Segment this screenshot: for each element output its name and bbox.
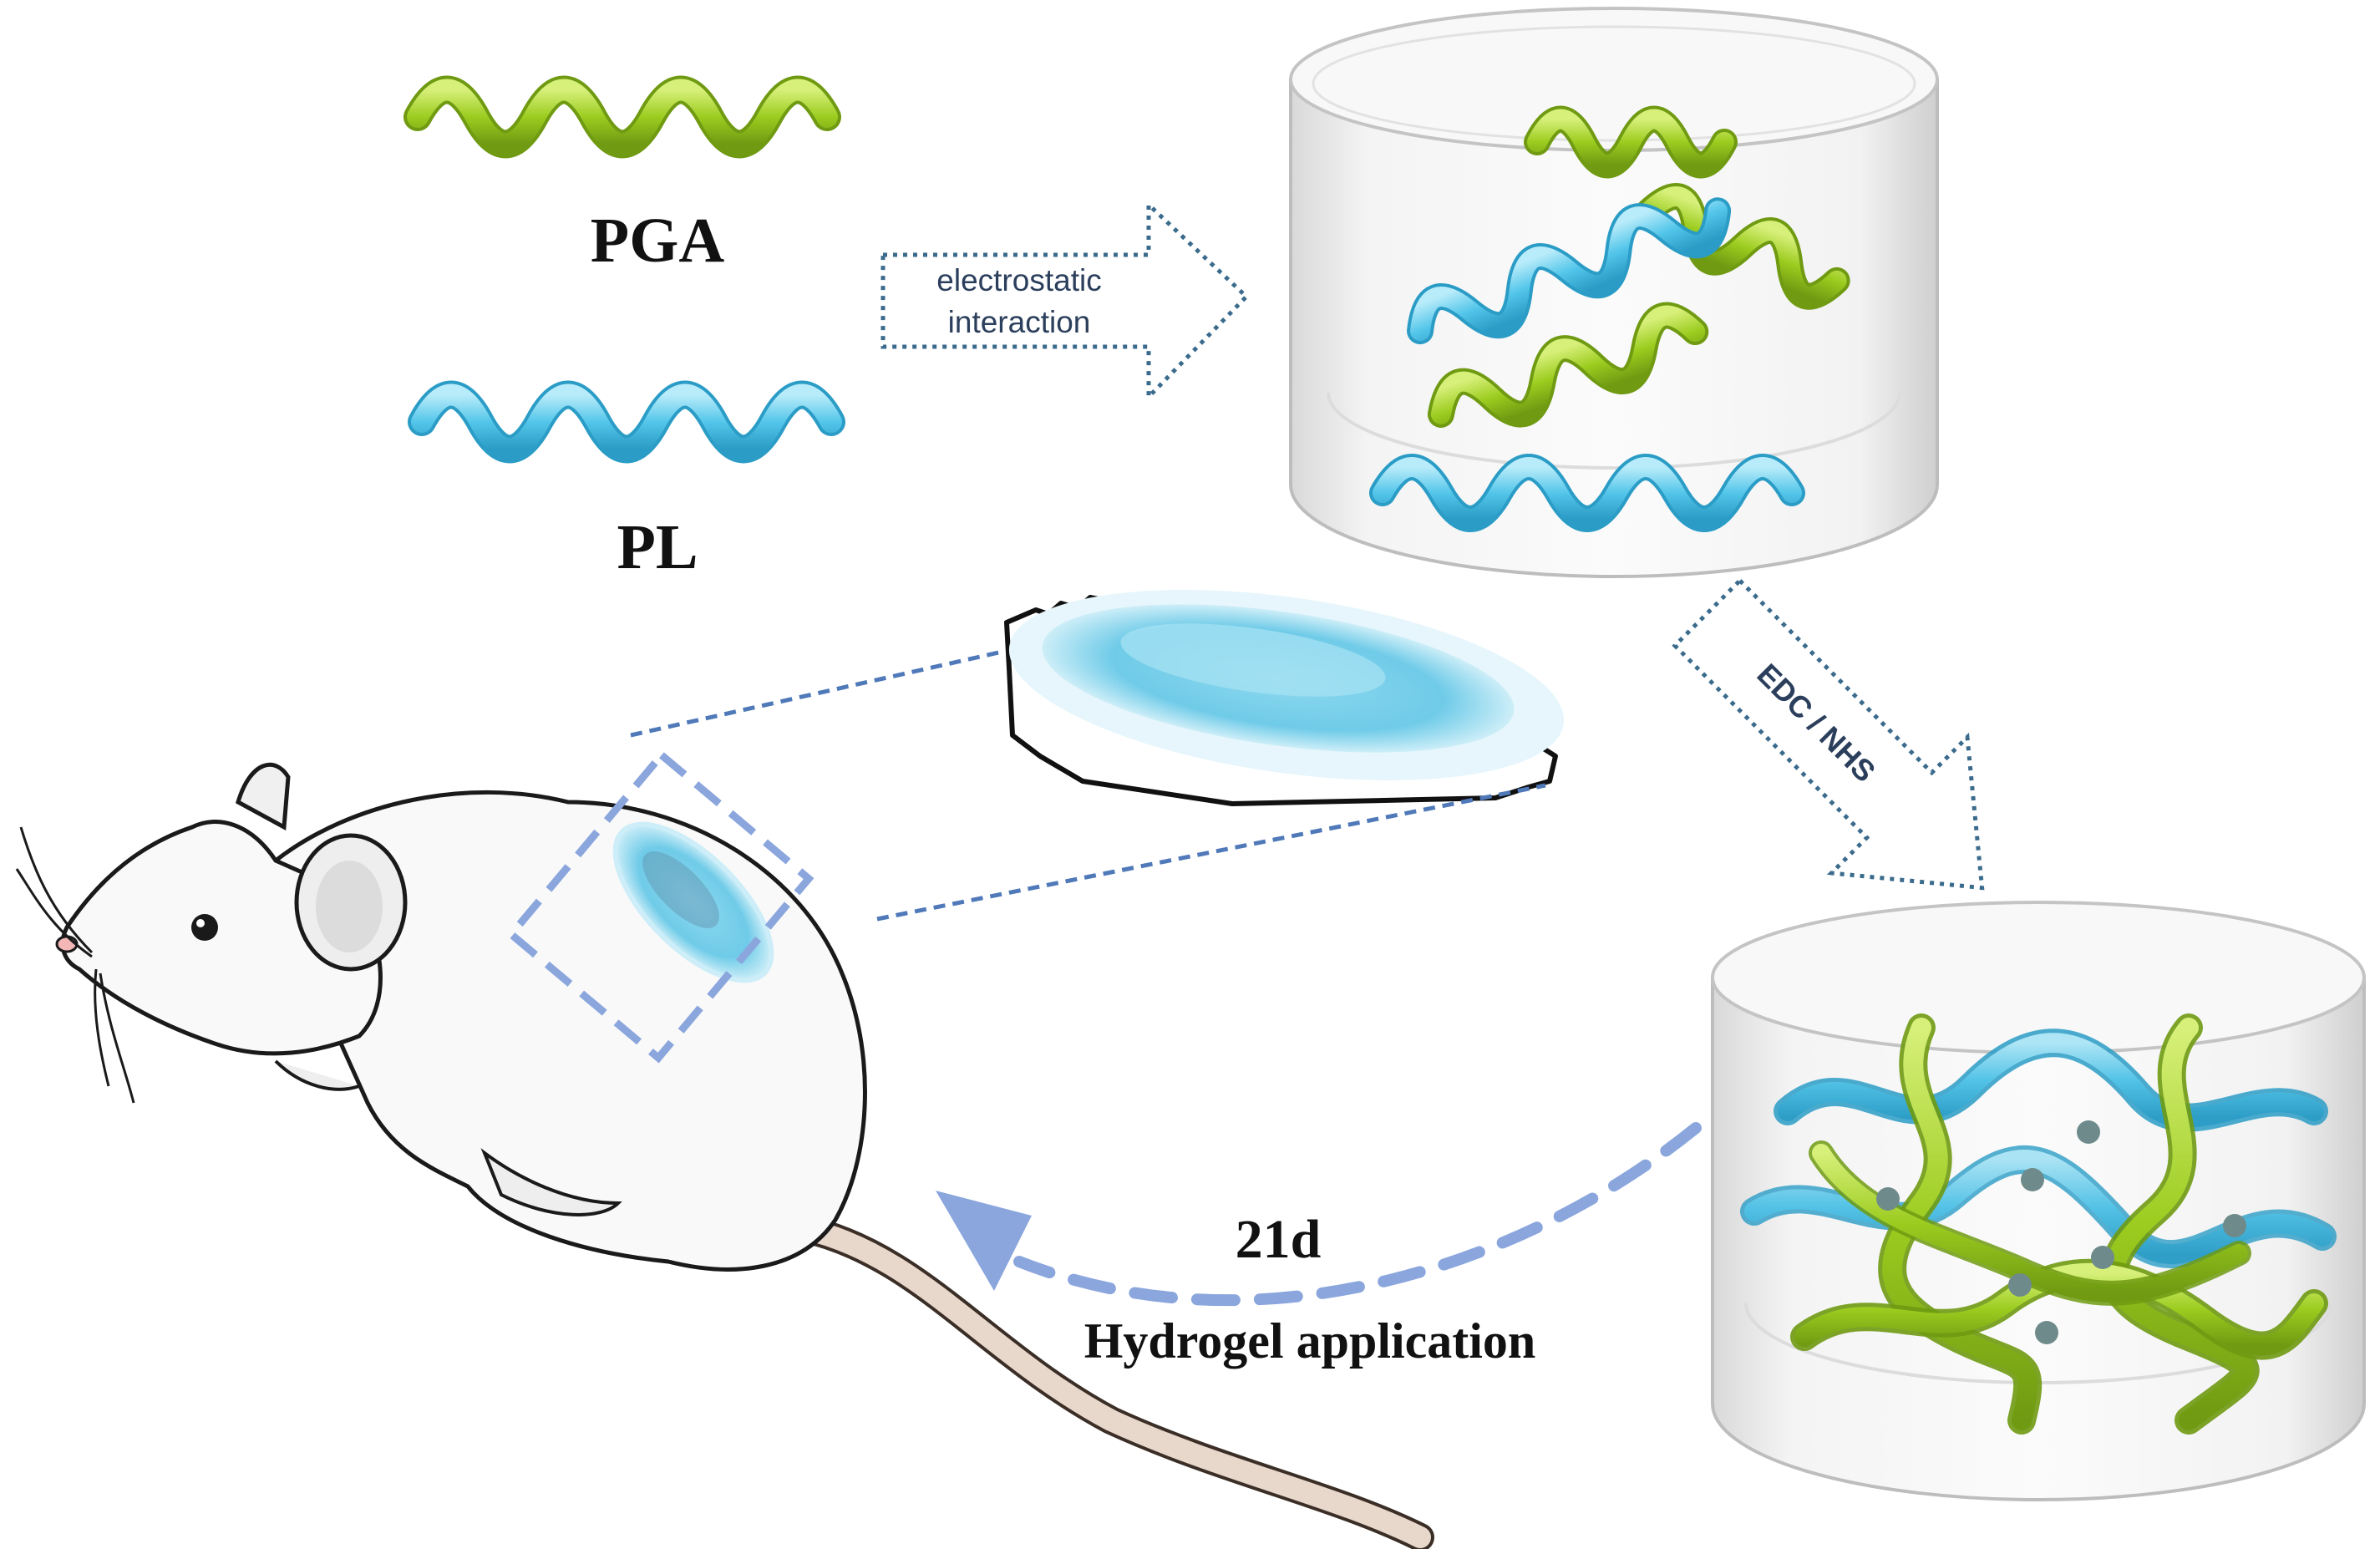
zoom-line-bottom xyxy=(876,783,1546,922)
pga-strand xyxy=(403,75,841,159)
electrostatic-arrow: electrostatic interaction xyxy=(880,200,1250,403)
zoom-line-top xyxy=(630,649,1003,738)
zoom-box xyxy=(505,749,814,1064)
electrostatic-label-line1: electrostatic xyxy=(936,263,1101,297)
electrostatic-label-line2: interaction xyxy=(948,305,1091,339)
application-arrow-head xyxy=(936,1191,1032,1291)
pl-label: PL xyxy=(617,512,698,582)
application-label: Hydrogel application xyxy=(1084,1313,1536,1369)
crosslinked-network xyxy=(1740,1013,2337,1435)
edc-nhs-label: EDC / NHS xyxy=(1750,657,1882,789)
gel-on-rat xyxy=(612,821,774,983)
mixture-container xyxy=(1289,7,1939,578)
application-arrow xyxy=(1013,1122,1702,1307)
edc-nhs-arrow: EDC / NHS xyxy=(1672,577,1985,891)
days-label: 21d xyxy=(1236,1209,1322,1270)
mixture-strands xyxy=(1369,105,1850,532)
pga-label: PGA xyxy=(591,206,725,276)
pl-strand xyxy=(408,380,845,464)
tissue-section xyxy=(1004,590,1565,806)
